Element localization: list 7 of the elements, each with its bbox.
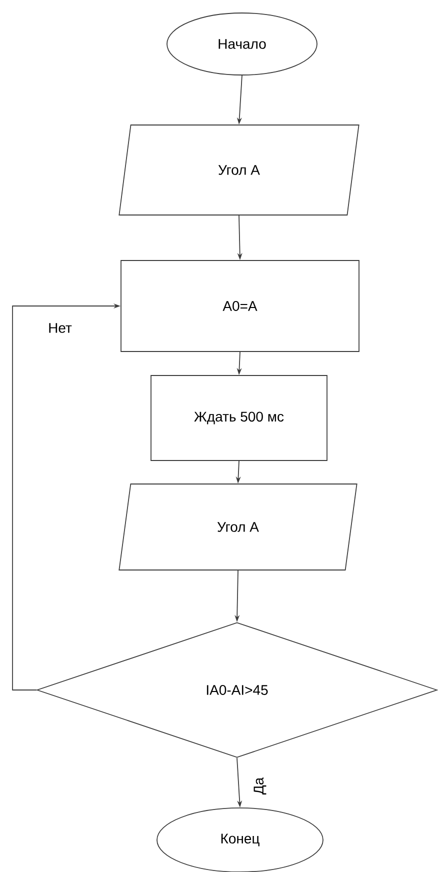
edge-label: Нет (49, 323, 72, 333)
input-parallelogram: Угол А (118, 124, 360, 216)
input-parallelogram: Угол А (118, 484, 358, 570)
edge-label: Да (254, 777, 266, 794)
process-box: А0=А (120, 260, 360, 352)
start-oval: Начало (166, 12, 318, 76)
process-box: Ждать 500 мс (150, 375, 328, 461)
